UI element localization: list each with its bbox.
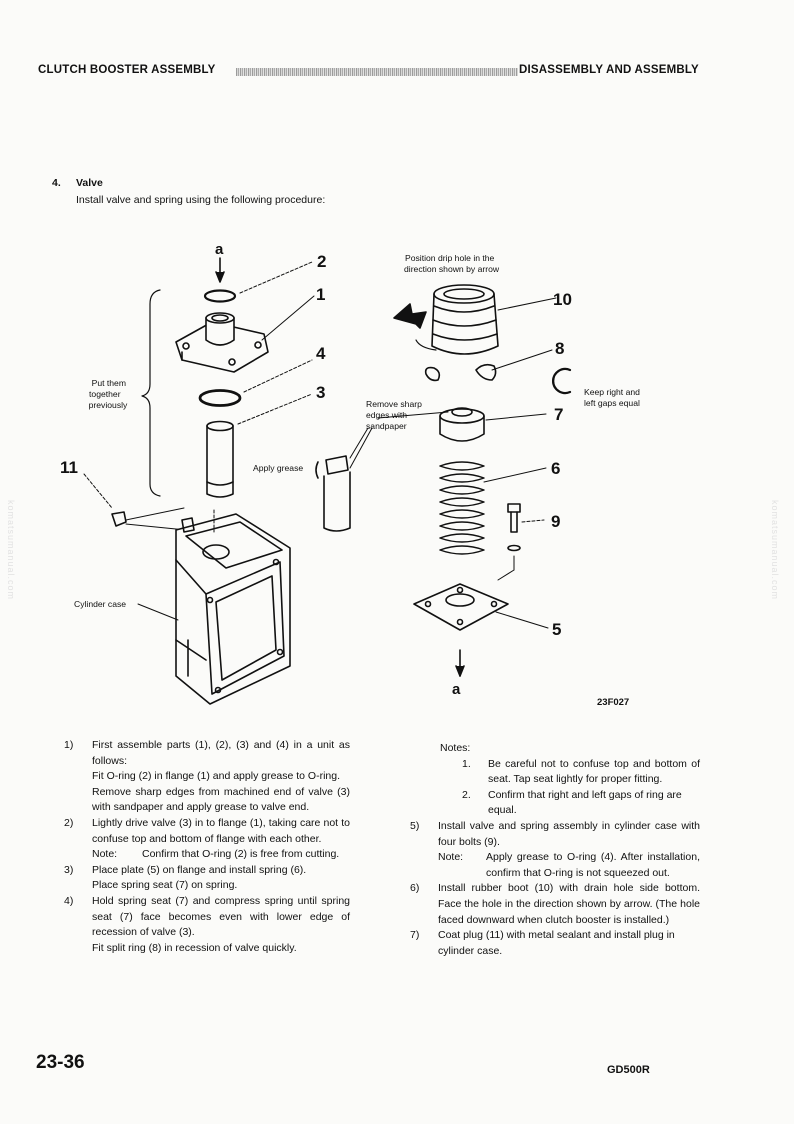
remove-sharp-label: Remove sharp edges with sandpaper xyxy=(366,399,424,431)
watermark-right: komatsumanual.com xyxy=(770,500,780,601)
step-5: 5) Install valve and spring assembly in … xyxy=(410,819,700,850)
figure-code: 23F027 xyxy=(597,697,629,708)
note-2: 2. Confirm that right and left gaps of r… xyxy=(410,788,700,819)
step-detail: Remove sharp edges from machined end of … xyxy=(92,785,350,814)
step-number: 4) xyxy=(64,894,74,907)
step-7: 7) Coat plug (11) with metal sealant and… xyxy=(410,928,700,959)
part-number-6: 6 xyxy=(551,459,560,478)
position-drip-label: Position drip hole in the direction show… xyxy=(404,253,500,274)
valve-assembly-figure: a 2 1 4 3 11 10 8 7 6 9 5 a Put them tog… xyxy=(60,241,642,708)
step-text: Hold spring seat (7) and compress spring… xyxy=(92,894,350,939)
part-number-8: 8 xyxy=(555,339,564,358)
part-number-3: 3 xyxy=(316,383,325,402)
page-number: 23-36 xyxy=(36,1052,85,1073)
part-number-7: 7 xyxy=(554,405,563,424)
step-2-note: Note: Confirm that O-ring (2) is free fr… xyxy=(64,847,350,863)
note-number: 2. xyxy=(462,788,471,801)
note-number: 1. xyxy=(462,757,471,770)
step-number: 6) xyxy=(410,882,420,895)
cylinder-case-label: Cylinder case xyxy=(74,599,126,609)
watermark-left: komatsumanual.com xyxy=(6,500,16,601)
step-text: Install rubber boot (10) with drain hole… xyxy=(438,882,700,926)
part-number-2: 2 xyxy=(317,252,326,271)
part-number-10: 10 xyxy=(553,290,572,309)
step-number: 5) xyxy=(410,819,420,832)
header-rule xyxy=(236,68,518,76)
notes-heading: Notes: xyxy=(440,742,471,754)
note-1: 1. Be careful not to confuse top and bot… xyxy=(410,757,700,788)
step-text: Place plate (5) on flange and install sp… xyxy=(92,863,307,876)
step-text: First assemble parts (1), (2), (3) and (… xyxy=(92,739,350,767)
apply-grease-label: Apply grease xyxy=(253,463,303,473)
note-text: Confirm that O-ring (2) is free from cut… xyxy=(142,848,340,861)
step-number: 3) xyxy=(64,863,74,876)
step-2: 2) Lightly drive valve (3) in to flange … xyxy=(64,816,350,847)
step-detail: Fit O-ring (2) in flange (1) and apply g… xyxy=(92,770,341,783)
part-number-4: 4 xyxy=(316,344,326,363)
step-1: 1) First assemble parts (1), (2), (3) an… xyxy=(64,738,350,816)
put-together-label: Put them together previously xyxy=(89,378,129,410)
section-number: 4. xyxy=(52,177,61,189)
section-title: Valve xyxy=(76,177,103,189)
left-column-steps: 1) First assemble parts (1), (2), (3) an… xyxy=(64,738,350,956)
note-label: Note: xyxy=(92,848,118,861)
part-number-1: 1 xyxy=(316,285,325,304)
section-intro: Install valve and spring using the follo… xyxy=(76,194,326,206)
note-text: Be careful not to confuse top and bottom… xyxy=(488,757,700,786)
step-5-note: Note: Apply grease to O-ring (4). After … xyxy=(410,850,700,881)
step-3: 3) Place plate (5) on flange and install… xyxy=(64,863,350,894)
model-name: GD500R xyxy=(607,1064,650,1076)
note-text: Confirm that right and left gaps of ring… xyxy=(488,788,682,817)
step-text: Lightly drive valve (3) in to flange (1)… xyxy=(92,816,350,845)
view-marker-bottom: a xyxy=(452,681,461,698)
step-text: Coat plug (11) with metal sealant and in… xyxy=(438,929,675,957)
step-detail: Place spring seat (7) on spring. xyxy=(92,879,238,892)
header-chapter-title: DISASSEMBLY AND ASSEMBLY xyxy=(519,64,699,76)
header-section-title: CLUTCH BOOSTER ASSEMBLY xyxy=(38,64,216,76)
step-number: 1) xyxy=(64,739,74,751)
keep-gaps-label: Keep right and left gaps equal xyxy=(584,387,642,408)
part-number-11: 11 xyxy=(60,458,78,477)
step-number: 7) xyxy=(410,929,420,942)
note-label: Note: xyxy=(438,851,464,864)
step-6: 6) Install rubber boot (10) with drain h… xyxy=(410,881,700,928)
right-column-steps: Notes: 1. Be careful not to confuse top … xyxy=(410,741,700,959)
step-detail: Fit split ring (8) in recession of valve… xyxy=(92,941,297,954)
part-number-5: 5 xyxy=(552,620,561,639)
step-text: Install valve and spring assembly in cyl… xyxy=(438,819,700,848)
step-number: 2) xyxy=(64,816,74,829)
part-number-9: 9 xyxy=(551,512,560,531)
note-text: Apply grease to O-ring (4). After instal… xyxy=(486,851,700,879)
view-marker-top: a xyxy=(215,241,224,258)
step-4: 4) Hold spring seat (7) and compress spr… xyxy=(64,894,350,956)
